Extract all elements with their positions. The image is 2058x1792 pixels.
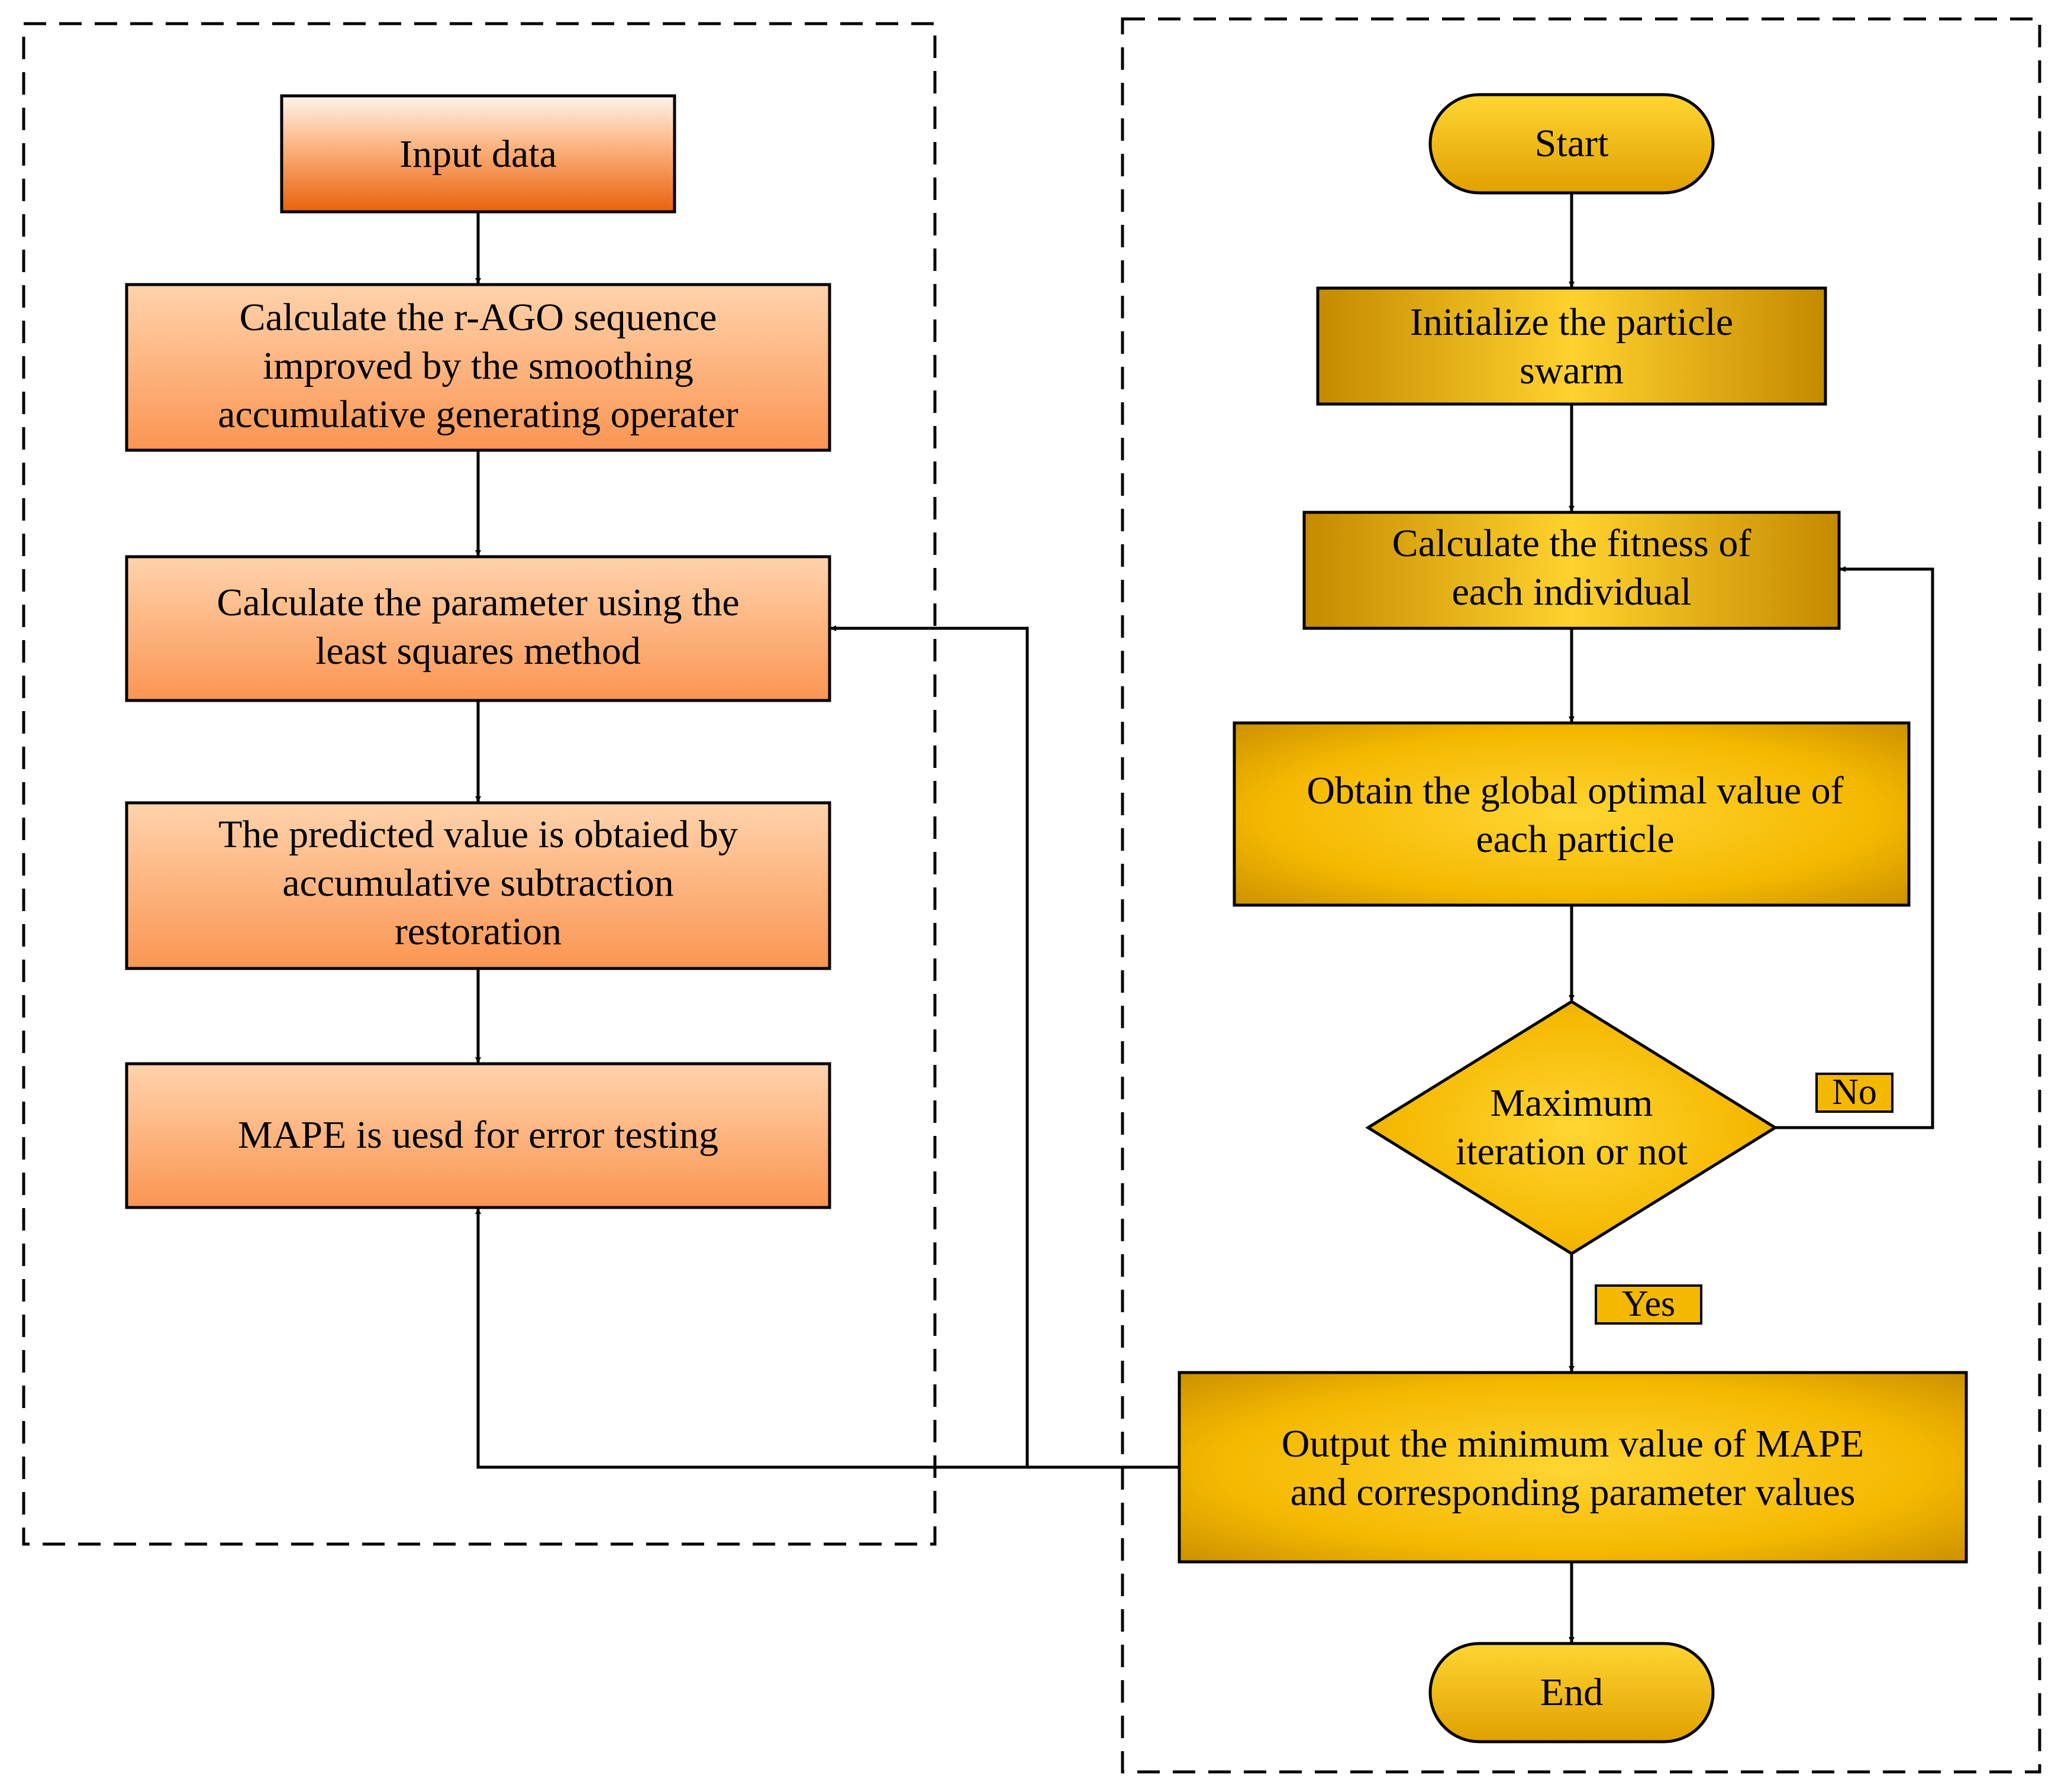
restoration-step-box <box>125 801 831 970</box>
global-optimal-label-2: each particle <box>1476 818 1674 861</box>
left-group-frame <box>22 22 937 1546</box>
mape-test-step-label: MAPE is uesd for error testing <box>238 1113 718 1157</box>
max-iteration-decision <box>1365 1000 1778 1255</box>
output-mape-box <box>1178 1371 1968 1564</box>
r-ago-step-label-2: improved by the smoothing <box>263 344 693 388</box>
mape-test-step-box <box>125 1062 831 1209</box>
fitness-box <box>1302 511 1841 630</box>
no-label: No <box>1832 1072 1877 1112</box>
right-group-frame <box>1121 17 2041 1774</box>
end-label: End <box>1540 1671 1603 1714</box>
decision-label-1: Maximum <box>1491 1081 1653 1125</box>
arrow-no-loop-to-fitness <box>1775 566 1934 1129</box>
yes-label-box <box>1595 1284 1702 1325</box>
no-label-box <box>1815 1073 1894 1113</box>
global-optimal-box <box>1233 721 1911 907</box>
least-squares-step-label-1: Calculate the parameter using the <box>217 581 739 624</box>
least-squares-step-box <box>125 555 831 702</box>
output-mape-label-2: and corresponding parameter values <box>1291 1471 1856 1514</box>
input-data-label: Input data <box>399 133 557 176</box>
end-terminal <box>1428 1642 1715 1743</box>
output-mape-label-1: Output the minimum value of MAPE <box>1282 1422 1864 1465</box>
arrow-output-to-least-squares <box>830 625 1029 1467</box>
right-flow: Start Initialize the particle swarm Calc… <box>1178 93 1968 1743</box>
least-squares-step-label-2: least squares method <box>315 629 641 673</box>
fitness-label-2: each individual <box>1451 570 1691 614</box>
decision-label-2: iteration or not <box>1456 1130 1688 1173</box>
restoration-step-label-3: restoration <box>395 910 562 953</box>
restoration-step-label-1: The predicted value is obtaied by <box>218 813 738 856</box>
r-ago-step-label-3: accumulative generating operater <box>218 393 738 436</box>
initialize-swarm-label-1: Initialize the particle <box>1410 301 1733 344</box>
start-label: Start <box>1535 122 1609 165</box>
r-ago-step-label-1: Calculate the r-AGO sequence <box>240 296 717 339</box>
initialize-swarm-label-2: swarm <box>1520 349 1624 392</box>
restoration-step-label-2: accumulative subtraction <box>282 861 674 905</box>
global-optimal-label-1: Obtain the global optimal value of <box>1307 769 1843 812</box>
arrow-output-to-mape-test <box>475 1208 1179 1469</box>
fitness-label-1: Calculate the fitness of <box>1392 522 1751 565</box>
input-data-box <box>280 94 676 214</box>
yes-label: Yes <box>1622 1284 1675 1324</box>
left-flow: Input data Calculate the r-AGO sequence … <box>125 94 831 1209</box>
